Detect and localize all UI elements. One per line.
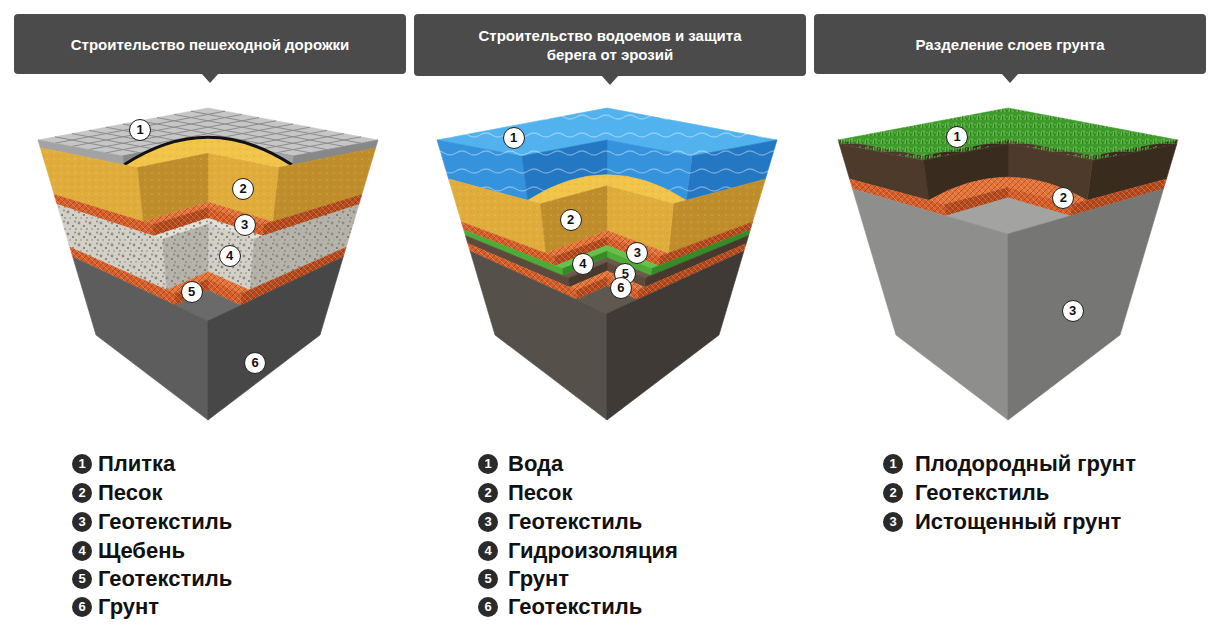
callout-number: 1 <box>503 127 525 149</box>
list-text: Грунт <box>98 594 159 620</box>
list-text: Геотекстиль <box>508 594 642 620</box>
callout-number: 1 <box>946 126 968 148</box>
list-text: Геотекстиль <box>98 566 232 592</box>
list-text: Геотекстиль <box>98 509 232 535</box>
callout-number: 2 <box>232 178 254 200</box>
list-number: 2 <box>883 483 903 503</box>
list-text: Песок <box>98 480 162 506</box>
list-text: Плодородный грунт <box>915 451 1136 477</box>
header-box: Строительство пешеходной дорожки <box>14 14 406 74</box>
layer-cube <box>437 108 777 420</box>
list-number: 3 <box>478 512 498 532</box>
list-text: Песок <box>508 480 572 506</box>
list-text: Плитка <box>98 451 175 477</box>
header-pointer <box>1001 73 1019 83</box>
list-number: 4 <box>72 541 92 561</box>
list-number: 2 <box>478 483 498 503</box>
list-text: Гидроизоляция <box>508 538 678 564</box>
list-number: 1 <box>478 454 498 474</box>
list-number: 1 <box>883 454 903 474</box>
list-number: 6 <box>72 597 92 617</box>
list-text: Грунт <box>508 566 569 592</box>
header-text: Разделение слоев грунта <box>916 35 1105 54</box>
outer-face <box>853 189 1009 420</box>
list-number: 3 <box>72 512 92 532</box>
callout-number: 5 <box>181 281 203 303</box>
list-number: 1 <box>72 454 92 474</box>
callout-number: 3 <box>234 214 256 236</box>
outer-face <box>470 251 607 420</box>
list-text: Вода <box>508 451 563 477</box>
list-number: 2 <box>72 483 92 503</box>
header-text: Строительство водоемов и защита берега о… <box>455 26 765 64</box>
outer-face <box>208 257 343 420</box>
tile-joint <box>242 130 327 146</box>
callout-number: 6 <box>610 277 632 299</box>
list-number: 3 <box>883 512 903 532</box>
outer-face <box>607 251 744 420</box>
layer-cube <box>838 108 1178 420</box>
callout-number: 3 <box>1062 300 1084 322</box>
list-number: 5 <box>478 569 498 589</box>
layer-cube <box>38 108 378 420</box>
list-number: 6 <box>478 597 498 617</box>
list-text: Щебень <box>98 538 185 564</box>
header-text: Строительство пешеходной дорожки <box>71 35 350 54</box>
header-pointer <box>201 73 219 83</box>
outer-face <box>1008 189 1164 420</box>
header-pointer <box>601 75 619 85</box>
outer-face <box>73 257 208 420</box>
list-number: 4 <box>478 541 498 561</box>
list-text: Геотекстиль <box>508 509 642 535</box>
tile-joint <box>259 134 344 150</box>
callout-number: 4 <box>219 245 241 267</box>
callout-number: 4 <box>572 253 594 275</box>
header-box: Строительство водоемов и защита берега о… <box>414 14 806 76</box>
header-box: Разделение слоев грунта <box>814 14 1206 74</box>
list-number: 5 <box>72 569 92 589</box>
list-text: Геотекстиль <box>915 480 1049 506</box>
list-text: Истощенный грунт <box>915 509 1121 535</box>
callout-number: 2 <box>560 209 582 231</box>
